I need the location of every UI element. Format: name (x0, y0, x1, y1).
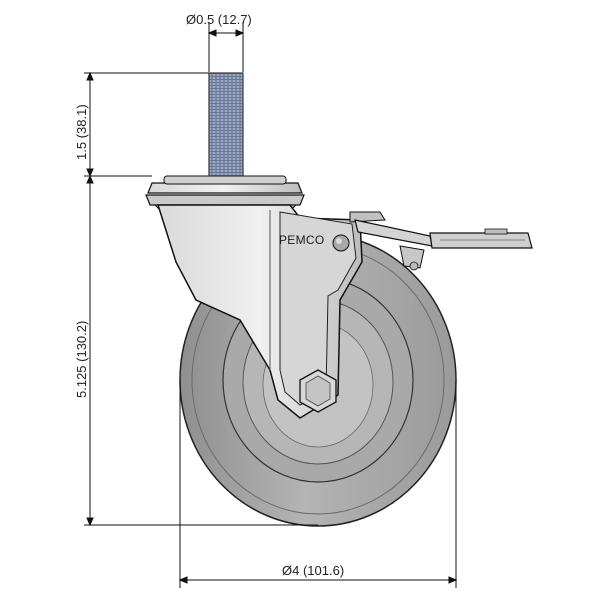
wheel-diameter-label: Ø4 (101.6) (282, 563, 344, 578)
dimension-lines (84, 22, 458, 588)
brand-label: PEMCO (279, 233, 325, 247)
axle-nut (299, 369, 337, 413)
threaded-stem (208, 72, 244, 177)
stem-length-label: 1.5 (38.1) (74, 104, 89, 160)
brake-lever (332, 211, 533, 271)
stem-diameter-label: Ø0.5 (12.7) (186, 12, 252, 27)
overall-height-label: 5.125 (130.2) (74, 321, 89, 398)
